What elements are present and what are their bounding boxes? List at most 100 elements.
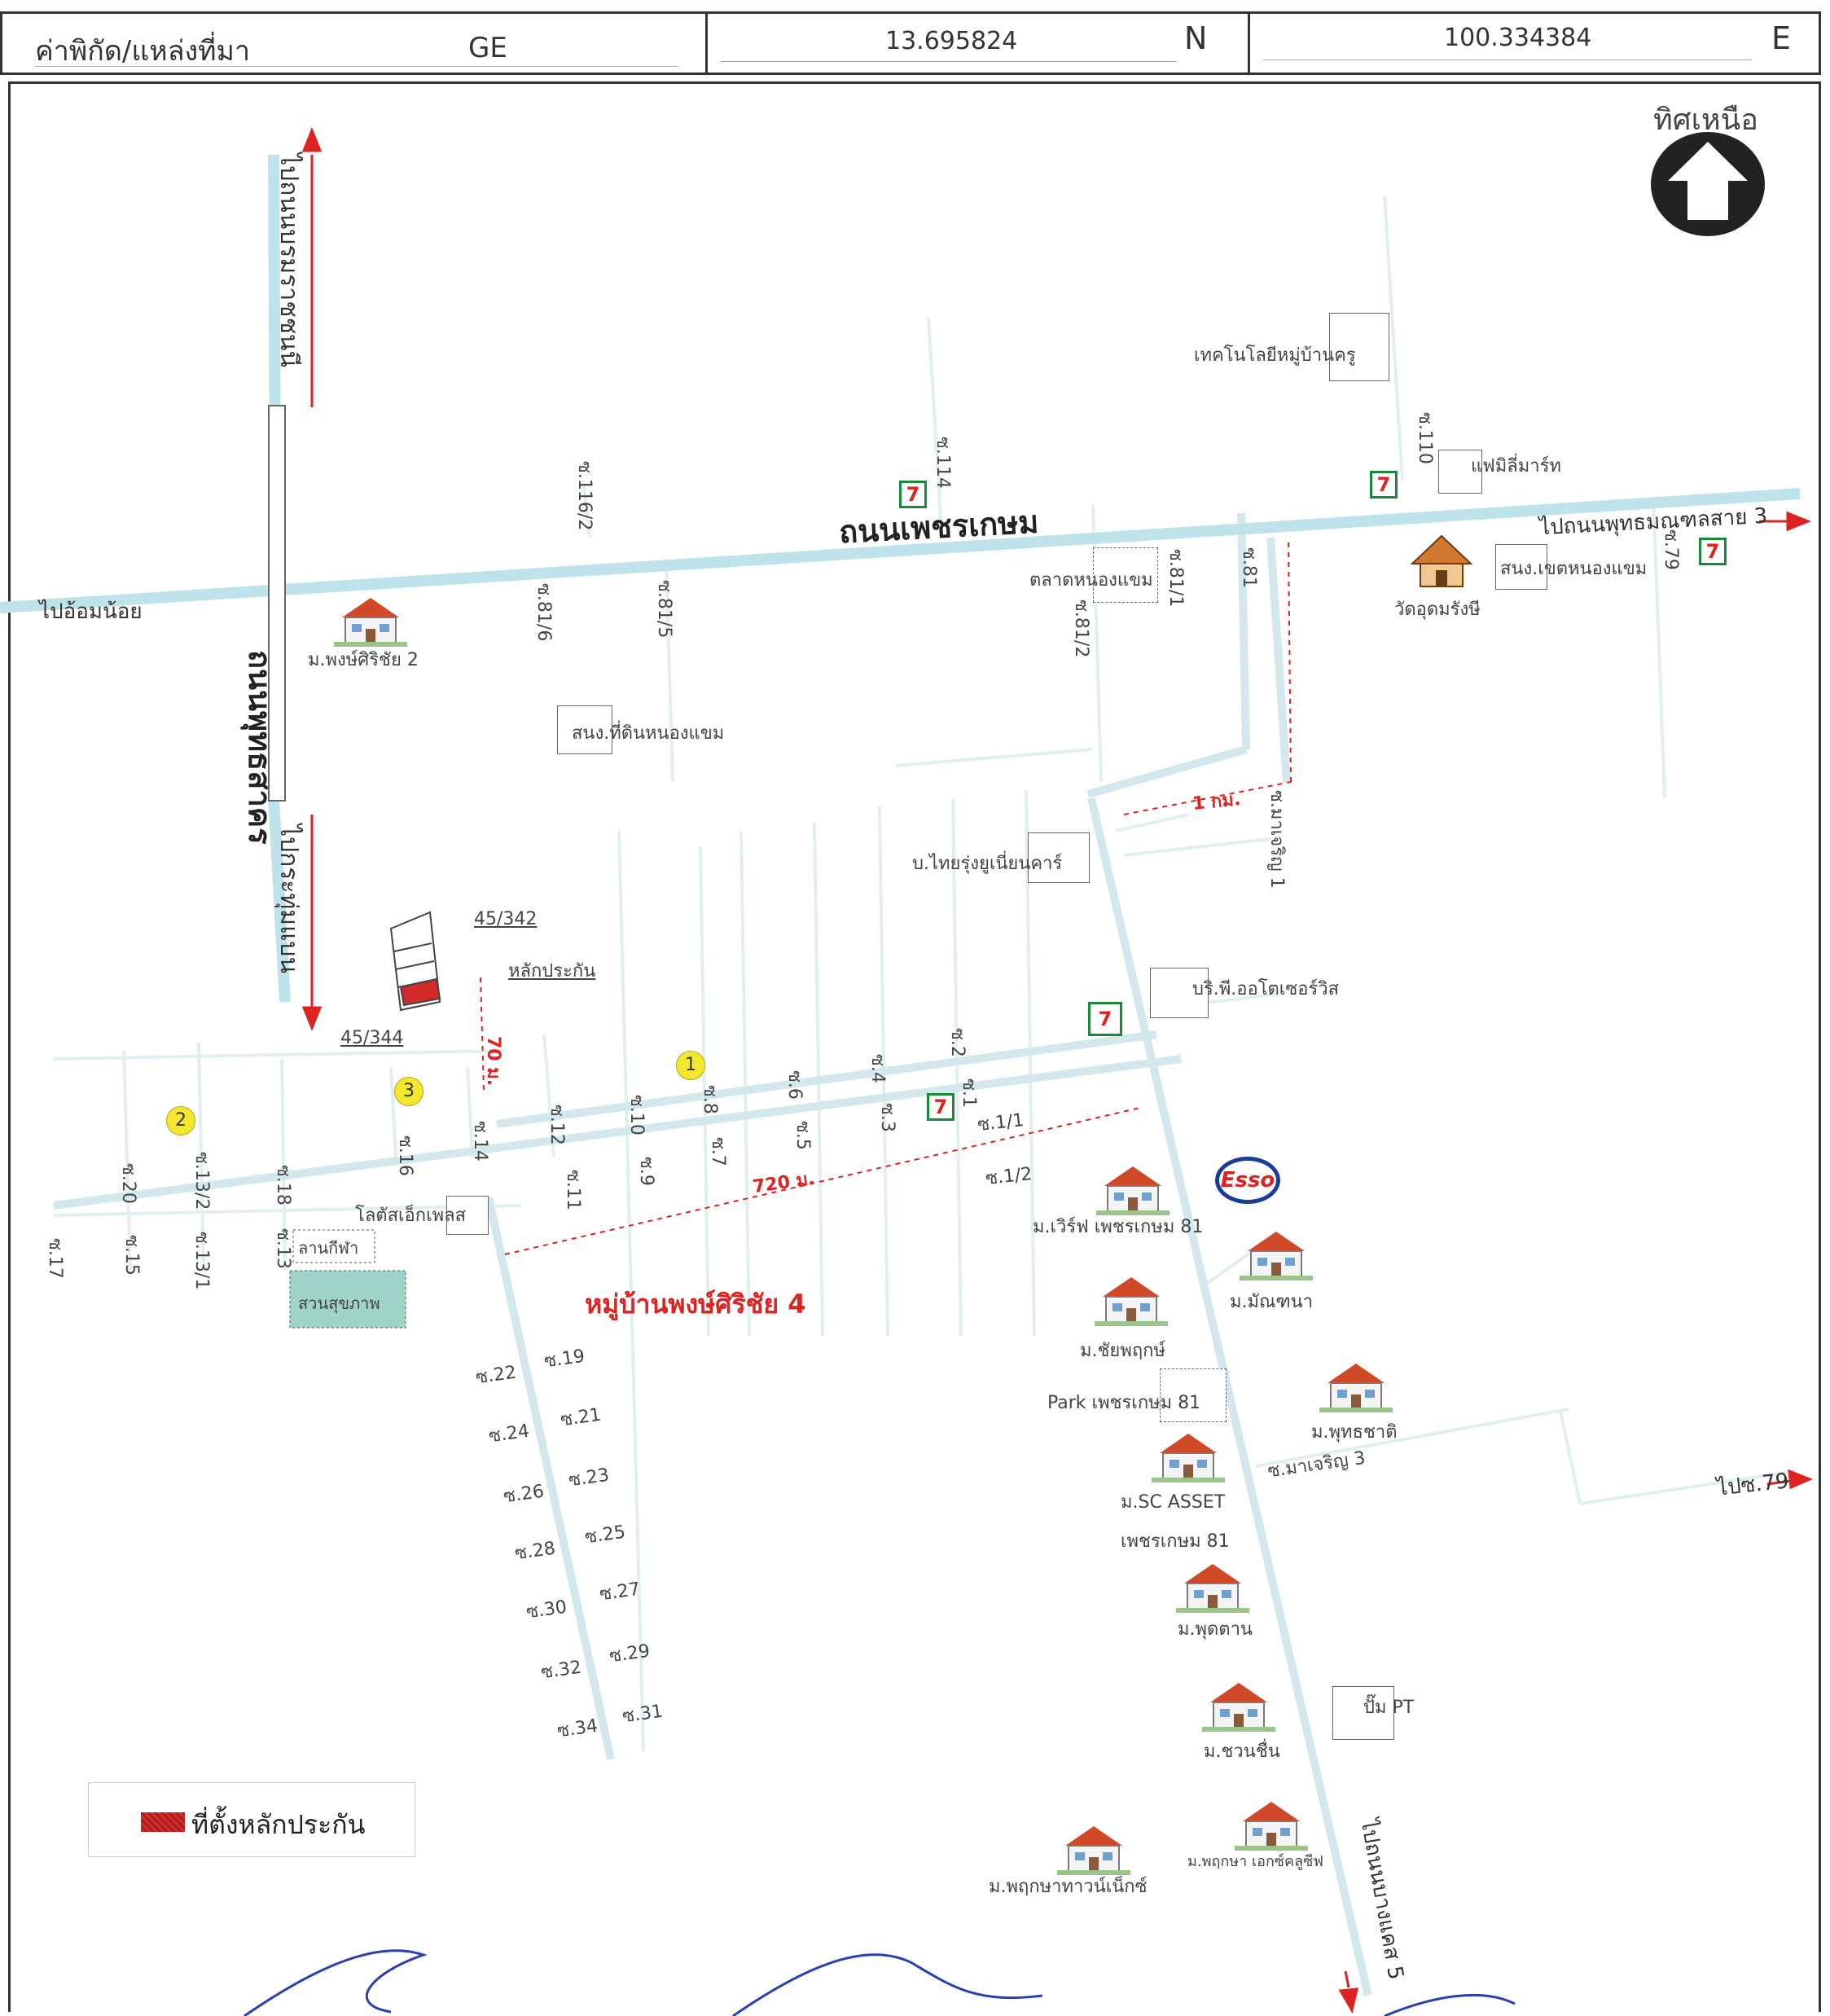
secondary-roads bbox=[53, 512, 1372, 1997]
coordinate-header: ค่าพิกัด/แหล่งที่มา GE 13.695824 N 100.3… bbox=[0, 11, 1821, 75]
lot-45-344: 45/344 bbox=[340, 1028, 404, 1048]
road-main-label: ถนนเพชรเกษม bbox=[838, 503, 1040, 551]
latitude-dir: N bbox=[1184, 20, 1208, 56]
house-icon bbox=[334, 593, 407, 647]
soi-25: ซ.25 bbox=[583, 1522, 627, 1548]
collateral-label: หลักประกัน bbox=[508, 961, 596, 982]
seven-eleven-icon: 7 bbox=[927, 1093, 954, 1121]
village-phudtan: ม.พุดตาน bbox=[1178, 1619, 1253, 1640]
soi-14: ซ.14 bbox=[470, 1121, 490, 1162]
soi-1: ซ.1 bbox=[959, 1078, 979, 1108]
legend-label: ที่ตั้งหลักประกัน bbox=[191, 1809, 366, 1840]
village-wiriya: ม.เวิร์ฟ เพชรเกษม 81 bbox=[1033, 1217, 1204, 1237]
village-pruksa-town: ม.พฤกษาทาวน์เน็กซ์ bbox=[989, 1877, 1148, 1897]
soi-24: ซ.24 bbox=[487, 1421, 531, 1447]
soi-machareon-1: ซ.มาเจริญ 1 bbox=[1266, 790, 1287, 889]
land-office-box bbox=[557, 705, 612, 754]
soi-19: ซ.19 bbox=[542, 1346, 586, 1373]
soi-7: ซ.7 bbox=[708, 1137, 728, 1166]
place-technology: เทคโนโลยีหมู่บ้านครู bbox=[1194, 345, 1356, 366]
road-to-kratum: ไปกระทุ่มแบน bbox=[274, 824, 303, 973]
place-park: สวนสุขภาพ bbox=[298, 1293, 380, 1313]
soi-32: ซ.32 bbox=[539, 1657, 583, 1684]
buddhasakhon-road-box bbox=[268, 405, 286, 802]
soi-31: ซ.31 bbox=[621, 1701, 665, 1728]
village-sc-asset-2: เพชรเกษม 81 bbox=[1121, 1531, 1230, 1552]
soi-23: ซ.23 bbox=[567, 1465, 611, 1491]
village-manthana: ม.มัณฑนา bbox=[1230, 1292, 1314, 1312]
place-park-phet81: Park เพชรเกษม 81 bbox=[1047, 1393, 1201, 1413]
house-icon bbox=[1096, 1162, 1170, 1215]
house-icon bbox=[1095, 1272, 1168, 1326]
longitude-value: 100.334384 bbox=[1444, 24, 1592, 52]
soi-81-6: ซ.81/6 bbox=[533, 583, 554, 642]
village-pongsirichai4: หมู่บ้านพงษ์ศิริชัย 4 bbox=[585, 1289, 806, 1320]
soi-2: ซ.2 bbox=[947, 1028, 968, 1057]
place-temple: วัดอุดมรังษี bbox=[1394, 600, 1481, 620]
distance-1km: 1 กม. bbox=[1191, 788, 1242, 815]
soi-13-2: ซ.13/2 bbox=[191, 1152, 212, 1210]
soi-26: ซ.26 bbox=[502, 1481, 546, 1508]
soi-15: ซ.15 bbox=[121, 1235, 142, 1276]
map-frame bbox=[8, 81, 1821, 2012]
place-thairung: บ.ไทยรุ่งยูเนี่ยนคาร์ bbox=[912, 854, 1063, 874]
house-icon bbox=[1319, 1359, 1393, 1412]
soi-3: ซ.3 bbox=[877, 1103, 897, 1132]
soi-4: ซ.4 bbox=[867, 1054, 888, 1083]
lotus-box bbox=[446, 1196, 489, 1235]
soi-9: ซ.9 bbox=[636, 1157, 656, 1186]
thairung-box bbox=[1028, 832, 1090, 883]
house-icon bbox=[1202, 1678, 1275, 1732]
seven-eleven-icon: 7 bbox=[1088, 1002, 1122, 1036]
village-sc-asset: ม.SC ASSET bbox=[1121, 1492, 1226, 1513]
market-box bbox=[1093, 547, 1158, 603]
village-pongsirichai2: ม.พงษ์ศิริชัย 2 bbox=[308, 650, 419, 670]
soi-27: ซ.27 bbox=[598, 1579, 642, 1605]
soi-17: ซ.17 bbox=[45, 1238, 65, 1279]
signature bbox=[244, 1949, 1516, 2016]
soi-81-5: ซ.81/5 bbox=[654, 580, 674, 639]
place-family-mart: แฟมิลี่มาร์ท bbox=[1471, 456, 1561, 477]
seven-eleven-icon: 7 bbox=[899, 481, 927, 508]
village-chuanchuen: ม.ชวนชื่น bbox=[1204, 1741, 1280, 1762]
soi-13: ซ.13 bbox=[273, 1228, 293, 1269]
legend-swatch bbox=[141, 1812, 185, 1832]
soi-79: ซ.79 bbox=[1661, 529, 1681, 570]
soi-12: ซ.12 bbox=[546, 1105, 567, 1145]
soi-116-2: ซ.116/2 bbox=[574, 461, 595, 531]
road-to-borom: ไปถนนบรมราชชนนี bbox=[274, 153, 303, 367]
soi-1-1: ซ.1/1 bbox=[976, 1110, 1025, 1135]
latitude-cell: 13.695824 N bbox=[708, 14, 1250, 72]
longitude-dir: E bbox=[1771, 20, 1792, 56]
village-pruksa-exclusive: ม.พฤกษา เอกซ์คลูซีฟ bbox=[1187, 1853, 1324, 1870]
school-box bbox=[1495, 544, 1547, 590]
soi-81-1: ซ.81/1 bbox=[1165, 549, 1186, 608]
esso-icon: Esso bbox=[1215, 1157, 1280, 1204]
road-to-om-noi: ไปอ้อมน้อย bbox=[39, 600, 143, 624]
soi-110: ซ.110 bbox=[1415, 412, 1435, 464]
pump-box bbox=[1332, 1686, 1394, 1740]
auto-service-box bbox=[1150, 968, 1209, 1018]
house-icon bbox=[1152, 1429, 1225, 1482]
soi-30: ซ.30 bbox=[524, 1597, 568, 1623]
park-phet81-box bbox=[1160, 1368, 1227, 1422]
soi-10: ซ.10 bbox=[626, 1095, 647, 1135]
soi-34: ซ.34 bbox=[555, 1715, 599, 1742]
house-icon bbox=[1057, 1821, 1130, 1875]
source-value: GE bbox=[468, 32, 507, 64]
minor-roads bbox=[53, 195, 1797, 1752]
collateral-parcel bbox=[389, 911, 441, 1012]
park-area bbox=[289, 1270, 406, 1329]
marker-3: 3 bbox=[394, 1077, 423, 1106]
village-chaiyaphruek: ม.ชัยพฤกษ์ bbox=[1080, 1341, 1165, 1361]
soi-28: ซ.28 bbox=[513, 1538, 557, 1565]
soi-22: ซ.22 bbox=[474, 1362, 518, 1389]
place-school: สนง.เขตหนองแขม bbox=[1500, 559, 1648, 579]
road-buddhasakhon-label: ถนนพุทธสาคร bbox=[242, 650, 278, 845]
soi-81-2: ซ.81/2 bbox=[1071, 600, 1091, 658]
temple-icon bbox=[1410, 534, 1473, 587]
soi-20: ซ.20 bbox=[118, 1163, 138, 1204]
house-icon bbox=[1176, 1559, 1249, 1613]
source-label: ค่าพิกัด/แหล่งที่มา bbox=[35, 35, 251, 68]
